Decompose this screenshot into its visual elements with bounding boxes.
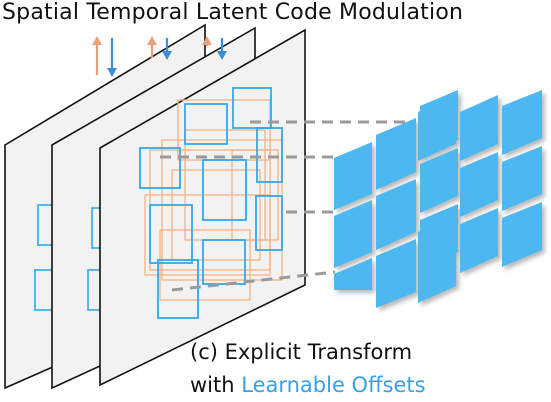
diagram-title: Spatial Temporal Latent Code Modulation <box>2 0 464 25</box>
caption-line-1: (c) Explicit Transform <box>190 340 413 364</box>
dashed-connectors <box>160 120 415 292</box>
offset-tiles <box>334 90 542 308</box>
caption-line-2: with Learnable Offsets <box>190 369 426 402</box>
latent-grid <box>139 87 283 319</box>
caption-highlight: Learnable Offsets <box>241 373 426 397</box>
modulation-arrows <box>92 36 227 77</box>
caption-prefix: with <box>190 373 242 397</box>
caption: (c) Explicit Transform with Learnable Of… <box>190 336 426 402</box>
